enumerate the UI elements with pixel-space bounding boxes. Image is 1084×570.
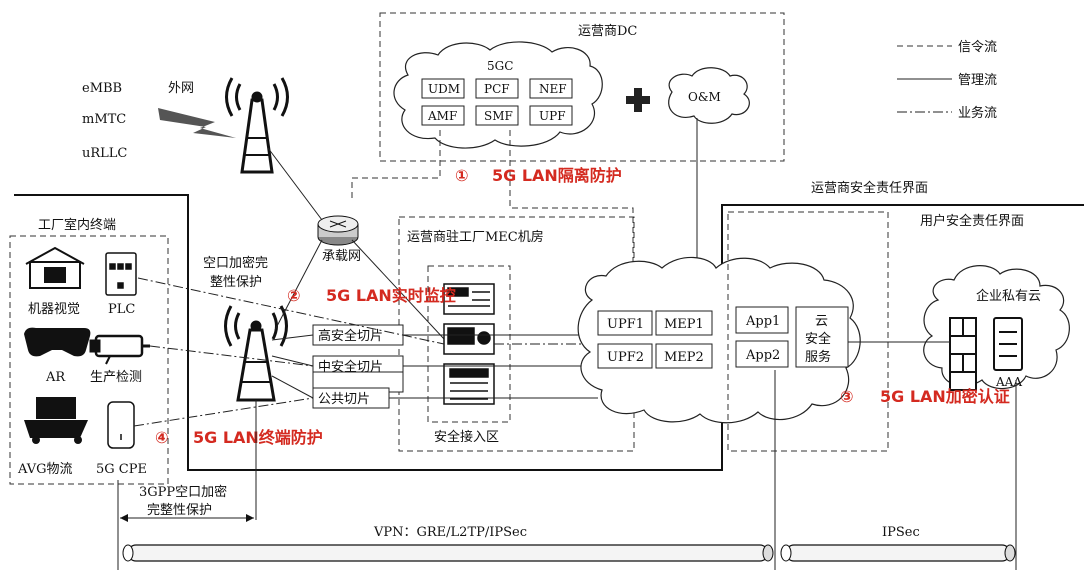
ar-glasses-icon [24, 328, 90, 357]
external-network-label: 外网 [168, 81, 194, 96]
nf-nef: NEF [539, 82, 567, 96]
air-protection-line1: 空口加密完 [203, 255, 268, 271]
device-machine-vision: 机器视觉 [28, 302, 80, 317]
annotation-4-num: ④ [155, 428, 169, 447]
device-5g-cpe: 5G CPE [96, 462, 147, 477]
operator-boundary-line [14, 195, 1084, 470]
top-antenna-icon [227, 78, 288, 172]
factory-terminals-title: 工厂室内终端 [38, 217, 116, 233]
access-zone-label: 安全接入区 [434, 429, 499, 445]
annotation-1-text: 5G LAN隔离防护 [492, 166, 622, 185]
om-label: O&M [688, 90, 721, 104]
plus-icon [626, 88, 650, 112]
aaa-server-icon [994, 318, 1022, 370]
device-inspection: 生产检测 [90, 370, 142, 385]
vpn-tunnel [123, 545, 773, 561]
server-wall-icon [950, 318, 976, 390]
mec-node-mep1: MEP1 [664, 317, 704, 332]
annotation-3-num: ③ [840, 387, 854, 406]
legend: 信令流 管理流 业务流 [897, 40, 997, 121]
annotation-2-text: 5G LAN实时监控 [326, 286, 456, 305]
legend-service: 业务流 [958, 105, 997, 121]
nf-pcf: PCF [484, 82, 510, 96]
legend-signaling: 信令流 [958, 40, 997, 55]
user-boundary-label: 用户安全责任界面 [920, 213, 1024, 229]
air-protection-line2: 整性保护 [210, 275, 262, 290]
gpp-line1: 3GPP空口加密 [139, 484, 227, 500]
mec-node-upf2: UPF2 [607, 350, 644, 365]
annotation-2-num: ② [287, 286, 301, 305]
cloud-security-line2: 安全 [805, 331, 831, 347]
bottom-antenna-icon [226, 306, 287, 400]
lightning-icon [158, 108, 236, 138]
cloud-security-line3: 服务 [805, 349, 831, 365]
legend-management: 管理流 [958, 73, 997, 88]
camera-icon [90, 336, 150, 364]
operator-dc-title: 运营商DC [578, 24, 637, 39]
ipsec-label: IPSec [882, 525, 920, 540]
slice-public: 公共切片 [318, 392, 370, 407]
service-urllc: uRLLC [82, 146, 127, 161]
plc-icon [106, 253, 136, 295]
bearer-network-label: 承载网 [322, 249, 361, 264]
annotation-1-num: ① [455, 166, 469, 185]
annotation-4-text: 5G LAN终端防护 [193, 428, 323, 447]
nf-upf: UPF [539, 109, 566, 123]
mec-title: 运营商驻工厂MEC机房 [407, 229, 544, 245]
cloud-security-line1: 云 [815, 314, 828, 329]
machine-vision-icon [26, 248, 84, 288]
device-ar: AR [45, 370, 66, 385]
device-plc: PLC [108, 302, 135, 317]
vpn-label: VPN：GRE/L2TP/IPSec [373, 525, 527, 540]
slice-high: 高安全切片 [318, 328, 383, 344]
agv-icon [24, 397, 88, 444]
nf-amf: AMF [427, 109, 457, 123]
enterprise-cloud-title: 企业私有云 [976, 288, 1041, 304]
app2: App2 [745, 348, 780, 363]
annotation-3-text: 5G LAN加密认证 [880, 387, 1010, 406]
app1: App1 [745, 314, 780, 329]
gpp-line2: 完整性保护 [147, 503, 212, 518]
nf-udm: UDM [428, 82, 460, 96]
service-mmtc: mMTC [82, 112, 126, 127]
cpe-icon [108, 402, 134, 448]
service-embb: eMBB [82, 81, 122, 96]
device-agv: AVG物流 [17, 462, 73, 477]
monitor-icon [444, 324, 494, 354]
mec-node-mep2: MEP2 [664, 350, 704, 365]
factory-terminals-box [10, 236, 168, 484]
5gc-label: 5GC [487, 59, 513, 73]
ipsec-tunnel [781, 545, 1015, 561]
nf-smf: SMF [484, 109, 513, 123]
mec-node-upf1: UPF1 [607, 317, 644, 332]
operator-boundary-label: 运营商安全责任界面 [811, 180, 928, 196]
